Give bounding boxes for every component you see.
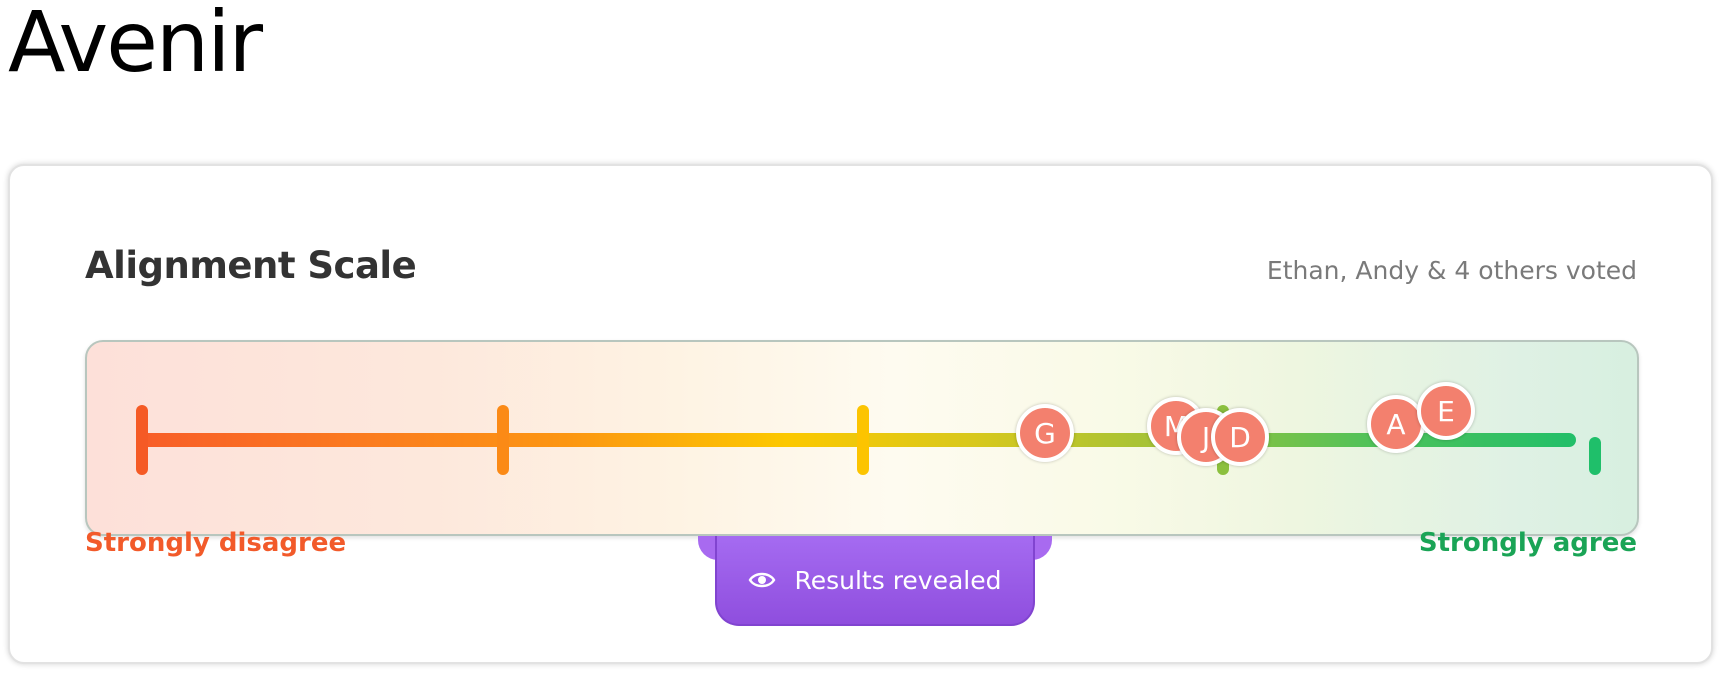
results-revealed-label: Results revealed [794,565,1002,595]
alignment-scale-card: Alignment Scale Ethan, Andy & 4 others v… [8,164,1713,664]
eye-icon [748,570,776,590]
voter-avatar-e[interactable]: E [1417,382,1475,440]
scale-track-container: G M J D A E [85,340,1639,536]
scale-tick [1589,437,1601,475]
strongly-agree-label: Strongly agree [1418,528,1637,558]
voter-avatar-a[interactable]: A [1367,395,1425,453]
scale-tick [857,405,869,475]
app-title: Avenir [8,0,263,91]
voter-avatar-g[interactable]: G [1016,404,1074,462]
scale-tick [497,405,509,475]
voter-avatar-d[interactable]: D [1211,408,1269,466]
voters-summary: Ethan, Andy & 4 others voted [1266,256,1637,285]
scale-title: Alignment Scale [85,244,417,287]
results-revealed-button[interactable]: Results revealed [715,536,1035,626]
scale-tick [136,405,148,475]
strongly-disagree-label: Strongly disagree [85,528,347,558]
